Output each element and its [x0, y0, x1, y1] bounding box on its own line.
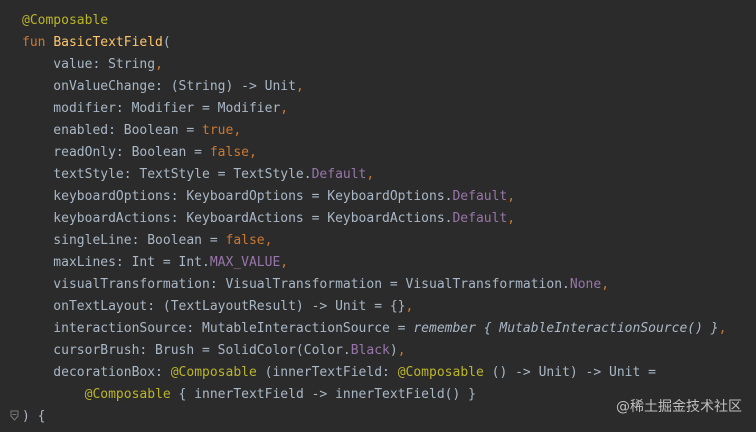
code-token: MAX_VALUE: [209, 255, 281, 270]
code-token: Black: [350, 343, 390, 358]
code-line[interactable]: keyboardActions: KeyboardActions = Keybo…: [22, 208, 756, 230]
code-token: keyboardOptions: KeyboardOptions = Keybo…: [22, 189, 453, 204]
code-token: None: [569, 277, 602, 292]
code-token: ,: [507, 189, 516, 204]
code-token: Default: [452, 211, 508, 226]
code-token: ,: [718, 321, 727, 336]
code-line[interactable]: value: String,: [22, 54, 756, 76]
code-token: BasicTextField: [53, 35, 163, 50]
code-line[interactable]: readOnly: Boolean = false,: [22, 142, 756, 164]
code-token: ,: [280, 101, 289, 116]
code-line[interactable]: singleLine: Boolean = false,: [22, 230, 756, 252]
code-line[interactable]: enabled: Boolean = true,: [22, 120, 756, 142]
code-token: () -> Unit) -> Unit =: [483, 365, 656, 380]
code-token: enabled: Boolean =: [22, 123, 203, 138]
code-token: modifier: Modifier = Modifier: [22, 101, 281, 116]
code-line[interactable]: keyboardOptions: KeyboardOptions = Keybo…: [22, 186, 756, 208]
code-token: decorationBox:: [22, 365, 171, 380]
code-token: [22, 387, 85, 402]
code-token: Default: [452, 189, 508, 204]
code-token: interactionSource: MutableInteractionSou…: [22, 321, 414, 336]
code-token: onValueChange: (String) -> Unit: [22, 79, 296, 94]
code-token: keyboardActions: KeyboardActions = Keybo…: [22, 211, 453, 226]
code-token: (: [162, 35, 171, 50]
code-token: ): [389, 343, 398, 358]
code-token: @Composable: [22, 13, 109, 28]
editor-gutter: [0, 0, 19, 432]
code-token: ,: [507, 211, 516, 226]
code-token: { innerTextField -> innerTextField() }: [170, 387, 476, 402]
fold-marker-icon[interactable]: [10, 410, 19, 421]
code-token: visualTransformation: VisualTransformati…: [22, 277, 570, 292]
code-token: textStyle: TextStyle = TextStyle.: [22, 167, 312, 182]
code-token: value: String: [22, 57, 156, 72]
code-token: ,: [295, 79, 304, 94]
code-token: ,: [366, 167, 375, 182]
code-token: @Composable: [170, 365, 257, 380]
code-line[interactable]: visualTransformation: VisualTransformati…: [22, 274, 756, 296]
code-token: ,: [405, 299, 414, 314]
code-line[interactable]: modifier: Modifier = Modifier,: [22, 98, 756, 120]
code-text[interactable]: @Composable fun BasicTextField( value: St…: [22, 10, 756, 428]
code-token: true,: [202, 123, 242, 138]
code-token: ,: [280, 255, 289, 270]
code-token: readOnly: Boolean =: [22, 145, 210, 160]
code-line[interactable]: cursorBrush: Brush = SolidColor(Color.Bl…: [22, 340, 756, 362]
code-token: Default: [311, 167, 367, 182]
code-line[interactable]: @Composable: [22, 10, 756, 32]
code-token: cursorBrush: Brush = SolidColor(Color.: [22, 343, 351, 358]
code-token: remember { MutableInteractionSource() }: [413, 321, 719, 336]
code-token: ) {: [22, 409, 46, 424]
code-line[interactable]: onTextLayout: (TextLayoutResult) -> Unit…: [22, 296, 756, 318]
code-token: ,: [601, 277, 610, 292]
code-token: singleLine: Boolean =: [22, 233, 226, 248]
code-token: @Composable: [84, 387, 171, 402]
code-token: fun: [22, 35, 54, 50]
code-token: (innerTextField:: [256, 365, 398, 380]
code-token: @Composable: [397, 365, 484, 380]
code-token: false,: [209, 145, 257, 160]
code-line[interactable]: maxLines: Int = Int.MAX_VALUE,: [22, 252, 756, 274]
code-token: maxLines: Int = Int.: [22, 255, 210, 270]
watermark: @稀土掘金技术社区: [616, 399, 742, 415]
code-line[interactable]: decorationBox: @Composable (innerTextFie…: [22, 362, 756, 384]
code-line[interactable]: @Composable { innerTextField -> innerTex…: [22, 384, 756, 406]
code-line[interactable]: textStyle: TextStyle = TextStyle.Default…: [22, 164, 756, 186]
code-token: false,: [225, 233, 273, 248]
code-line[interactable]: onValueChange: (String) -> Unit,: [22, 76, 756, 98]
code-token: ,: [155, 57, 163, 72]
code-token: ,: [397, 343, 406, 358]
code-line[interactable]: fun BasicTextField(: [22, 32, 756, 54]
code-line[interactable]: ) {: [22, 406, 756, 428]
code-token: onTextLayout: (TextLayoutResult) -> Unit…: [22, 299, 406, 314]
code-line[interactable]: interactionSource: MutableInteractionSou…: [22, 318, 756, 340]
